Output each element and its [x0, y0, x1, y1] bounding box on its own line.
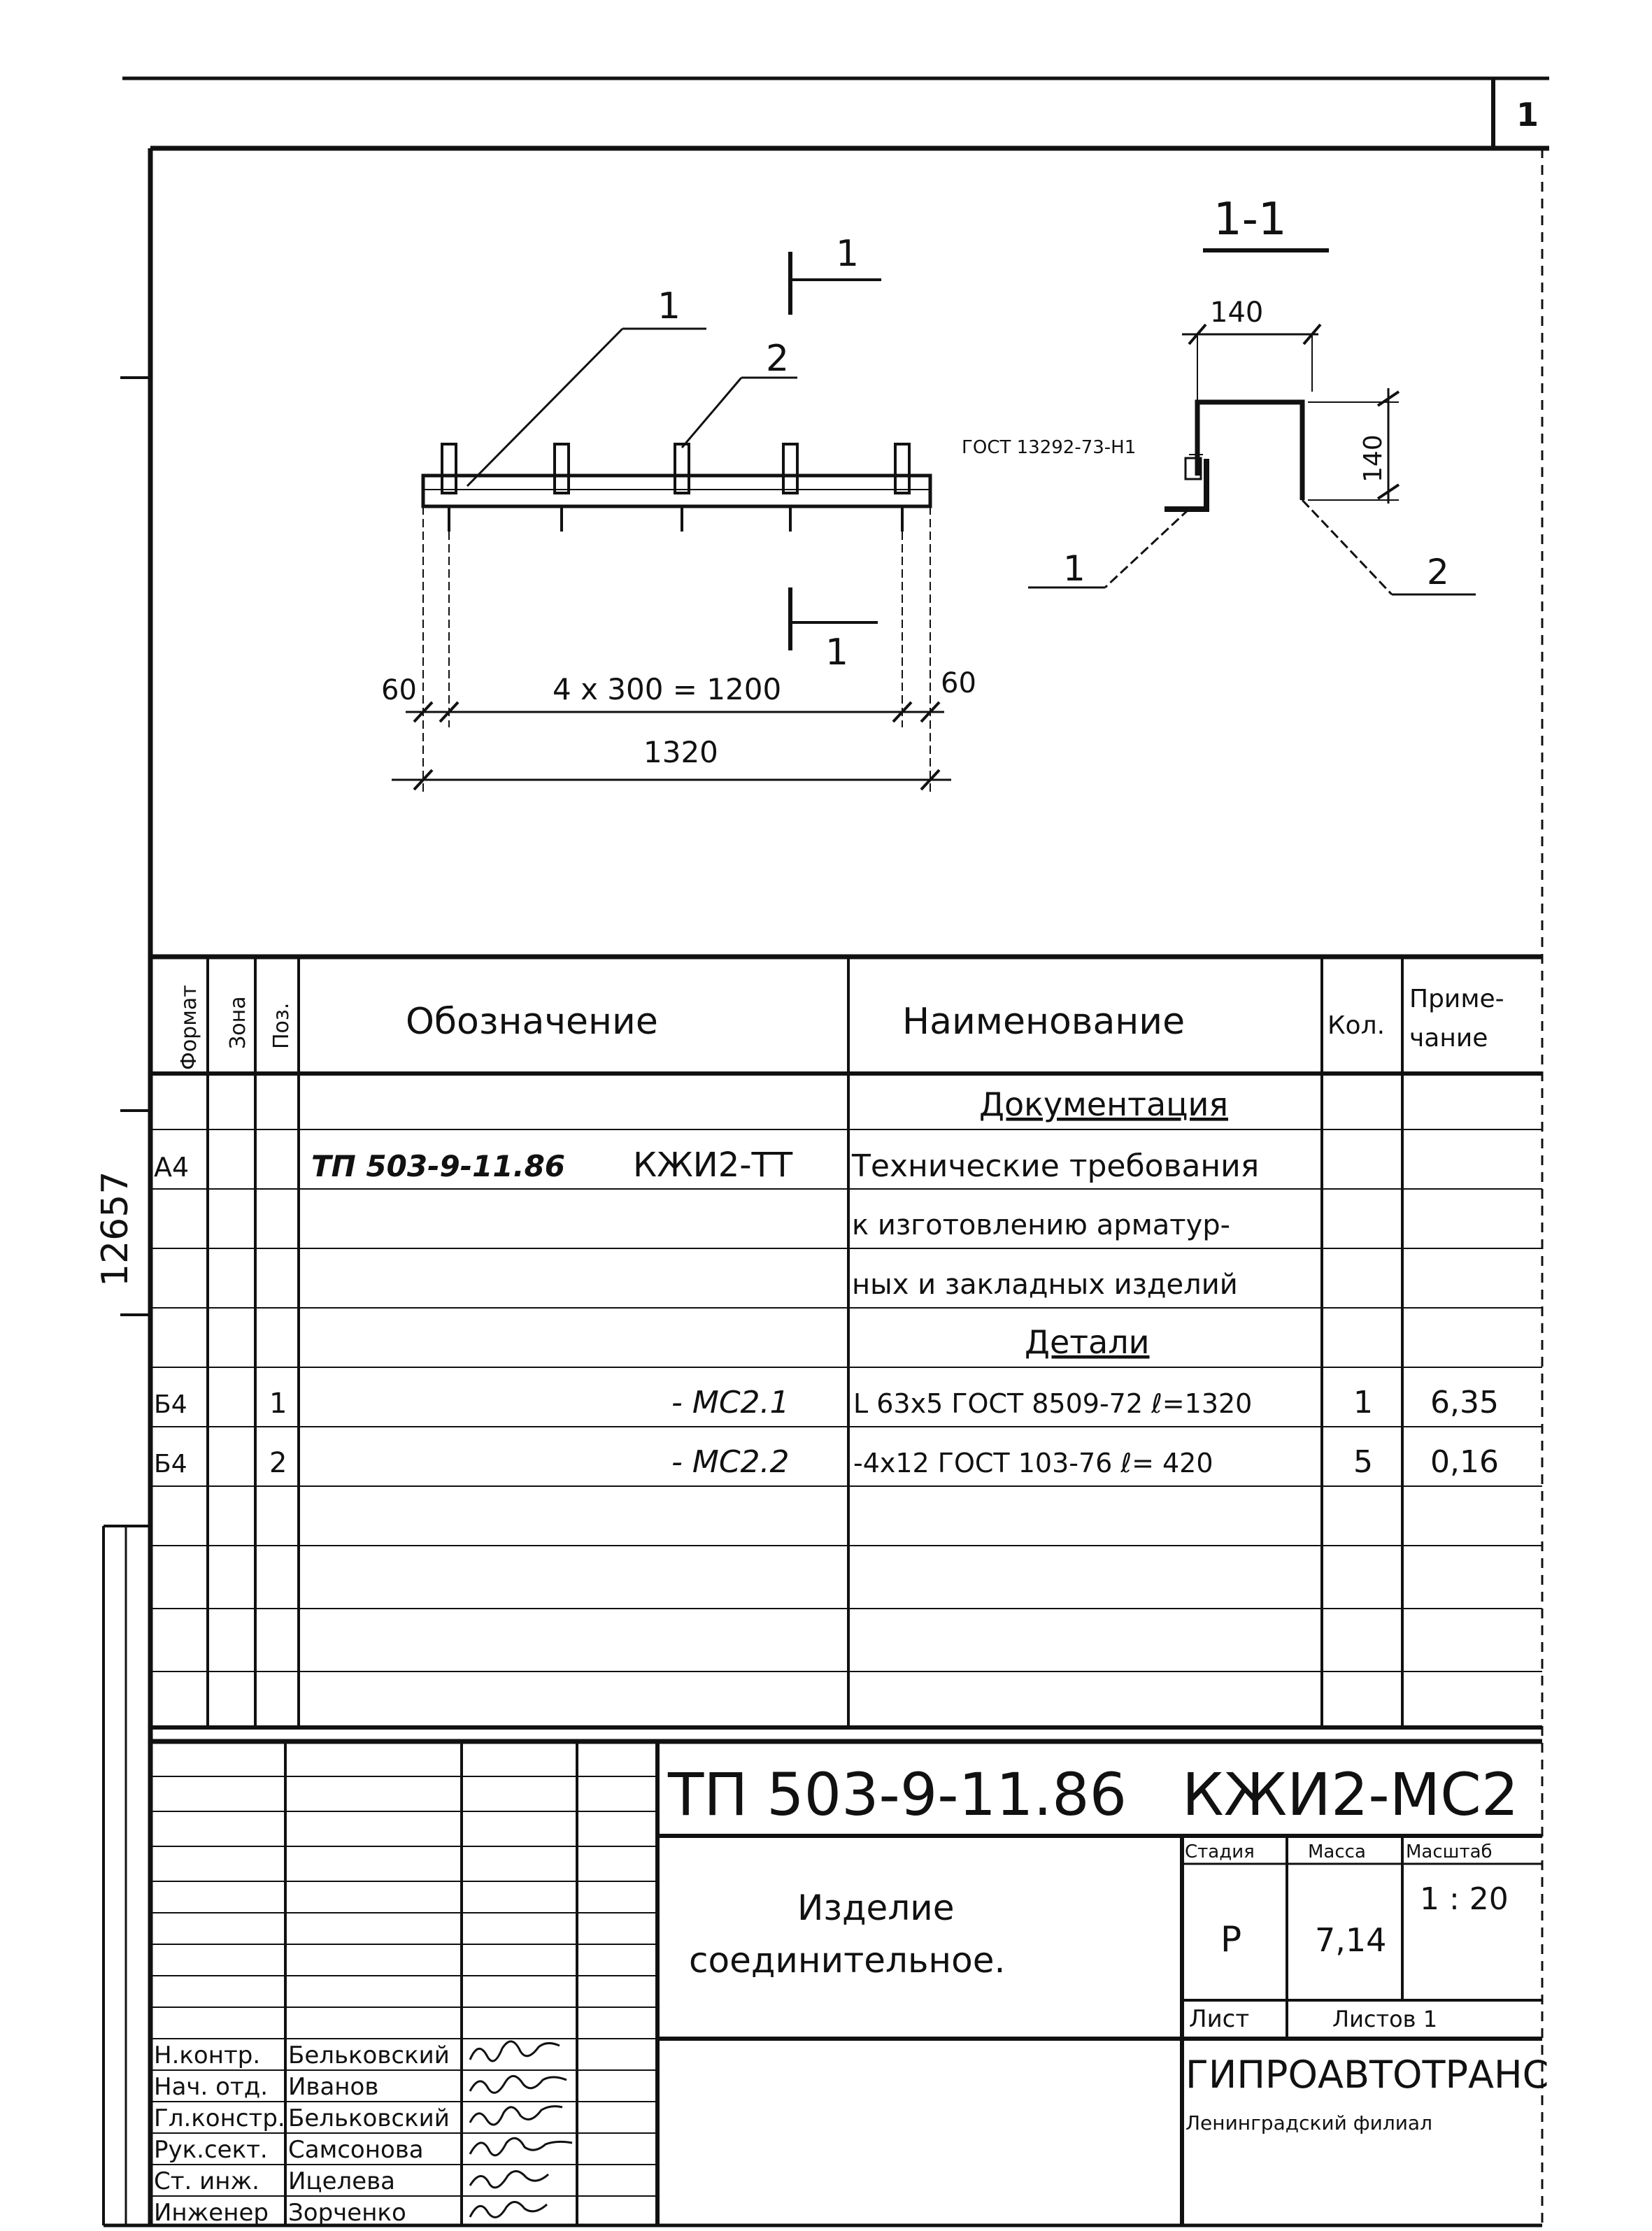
weld-note: ГОСТ 13292-73-Н1	[962, 437, 1136, 458]
doc-designation-right: КЖИ2-ТТ	[633, 1146, 793, 1185]
table-row: Б4 2 - МС2.2 -4x12 ГОСТ 103-76 ℓ= 420 5 …	[154, 1444, 1499, 1480]
title-mark: КЖИ2-МС2	[1182, 1760, 1518, 1829]
title-line2: соединительное.	[689, 1940, 1005, 1981]
title-code: ТП 503-9-11.86	[667, 1760, 1127, 1829]
plan-pos2-label: 2	[766, 338, 789, 380]
row2-name: -4x12 ГОСТ 103-76 ℓ= 420	[853, 1448, 1213, 1478]
org-name: ГИПРОАВТОТРАНС	[1185, 2053, 1548, 2097]
row1-qty: 1	[1353, 1385, 1373, 1420]
header-note-line1: Приме-	[1409, 985, 1504, 1013]
doc-format: А4	[154, 1152, 189, 1183]
sig-role-3: Гл.констр.	[154, 2104, 285, 2132]
header-name: Наименование	[902, 1001, 1185, 1043]
side-stamp: 12657	[94, 1171, 136, 1287]
frame	[102, 76, 1549, 2228]
header-scale: Масштаб	[1406, 1841, 1493, 1862]
section-details: Детали	[1025, 1323, 1150, 1361]
sig-role-2: Нач. отд.	[154, 2073, 268, 2101]
org-branch: Ленинградский филиал	[1185, 2111, 1432, 2134]
title-line1: Изделие	[797, 1888, 955, 1928]
sig-name-3: Бельковский	[288, 2104, 450, 2132]
stage-value: Р	[1220, 1919, 1241, 1960]
doc-designation-left: ТП 503-9-11.86	[311, 1149, 565, 1183]
section-view	[1028, 248, 1476, 596]
row1-format: Б4	[154, 1390, 187, 1419]
plan-view	[392, 252, 951, 794]
sig-role-6: Инженер	[154, 2199, 269, 2227]
dim-left: 60	[381, 674, 417, 706]
sig-name-4: Самсонова	[288, 2136, 424, 2164]
row2-pos: 2	[269, 1447, 287, 1479]
spec-table	[150, 954, 1542, 1730]
sig-name-5: Ицелева	[288, 2167, 395, 2195]
signature-rows: Н.контр. Бельковский Нач. отд. Иванов Гл…	[154, 2041, 450, 2227]
header-zone: Зона	[226, 996, 250, 1049]
scale-value: 1 : 20	[1420, 1881, 1509, 1917]
plan-section-mark-top: 1	[836, 233, 859, 275]
row2-qty: 5	[1353, 1444, 1373, 1480]
row1-note: 6,35	[1430, 1385, 1499, 1420]
row2-note: 0,16	[1430, 1444, 1499, 1480]
sheet-number: 1	[1516, 96, 1539, 134]
section-pos2-label: 2	[1427, 552, 1449, 592]
sig-role-1: Н.контр.	[154, 2041, 260, 2069]
sig-role-4: Рук.сект.	[154, 2136, 268, 2164]
dim-total: 1320	[643, 735, 718, 769]
header-note-line2: чание	[1409, 1024, 1488, 1053]
section-documentation: Документация	[979, 1085, 1228, 1123]
header-stage: Стадия	[1185, 1841, 1255, 1862]
sig-name-1: Бельковский	[288, 2041, 450, 2069]
row1-designation: - МС2.1	[671, 1385, 790, 1420]
dim-right: 60	[941, 667, 976, 699]
plan-section-mark-bottom: 1	[825, 632, 848, 673]
sheets-label: Листов 1	[1332, 2006, 1437, 2032]
row2-format: Б4	[154, 1450, 187, 1478]
row1-pos: 1	[269, 1388, 287, 1420]
section-pos1-label: 1	[1063, 548, 1085, 589]
row1-name: L 63x5 ГОСТ 8509-72 ℓ=1320	[853, 1388, 1252, 1419]
dim-middle: 4 x 300 = 1200	[553, 672, 781, 706]
section-title: 1-1	[1213, 194, 1287, 245]
section-dim-width: 140	[1210, 297, 1263, 329]
handwritten-signatures	[469, 2040, 573, 2218]
sheet-label: Лист	[1189, 2005, 1249, 2033]
section-dim-height: 140	[1359, 434, 1388, 483]
title-block	[150, 1739, 1542, 2225]
plan-pos1-label: 1	[657, 285, 681, 327]
header-qty: Кол.	[1327, 1011, 1385, 1040]
table-row: Б4 1 - МС2.1 L 63x5 ГОСТ 8509-72 ℓ=1320 …	[154, 1385, 1499, 1420]
row2-designation: - МС2.2	[671, 1444, 790, 1480]
plates	[441, 443, 911, 494]
header-pos: Поз.	[269, 1003, 294, 1049]
header-mass: Масса	[1308, 1841, 1366, 1862]
sig-role-5: Ст. инж.	[154, 2167, 259, 2195]
header-format: Формат	[177, 985, 201, 1070]
angle-bar	[421, 473, 932, 508]
doc-name-line2: к изготовлению арматур-	[852, 1209, 1230, 1241]
header-designation: Обозначение	[406, 1001, 658, 1043]
doc-name-line1: Технические требования	[851, 1148, 1259, 1184]
doc-name-line3: ных и закладных изделий	[852, 1269, 1238, 1301]
sig-name-2: Иванов	[288, 2073, 378, 2101]
mass-value: 7,14	[1315, 1921, 1386, 1959]
sig-name-6: Зорченко	[288, 2199, 406, 2227]
